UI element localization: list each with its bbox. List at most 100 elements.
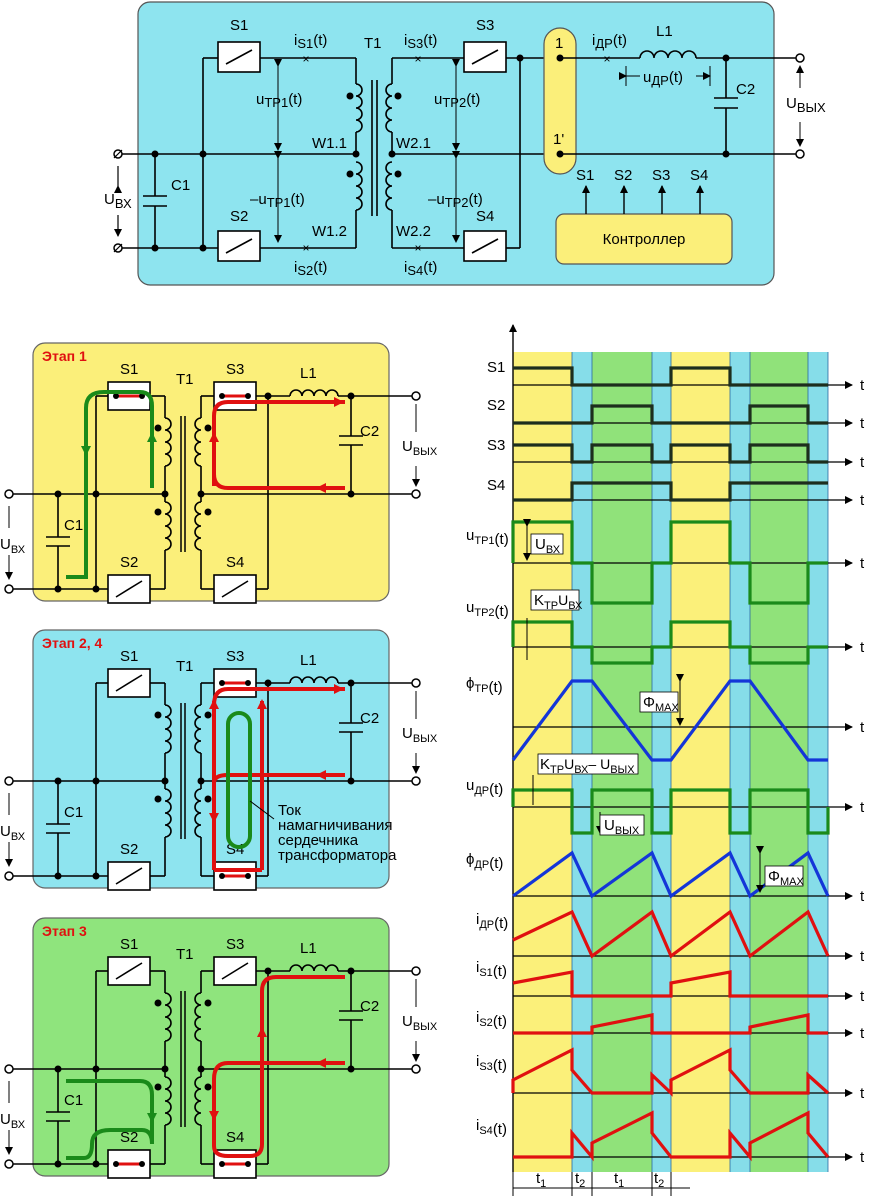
utp2-wave (511, 620, 828, 665)
time-axis-label: t (860, 639, 865, 656)
contact (219, 393, 225, 399)
utp1-label: uТР1(t) (256, 91, 302, 110)
c2-label: C2 (736, 81, 755, 98)
node (347, 967, 355, 975)
node (264, 392, 272, 400)
uout-label: UВЫХ (786, 95, 826, 115)
is-label-S4: iS4(t) (476, 1117, 507, 1138)
svg-text:×: × (603, 52, 610, 66)
s3-label: S3 (226, 648, 244, 665)
time-axis-label: t (860, 492, 865, 509)
contact (245, 873, 251, 879)
svg-text:×: × (302, 241, 309, 255)
neg-utp1-label: –uТР1(t) (250, 191, 305, 210)
phase-band (750, 352, 808, 1172)
dot (204, 795, 212, 803)
contact (219, 1161, 225, 1167)
phase-band (652, 352, 671, 1172)
time-axis-label: t (860, 1085, 865, 1102)
s4-signal (513, 481, 828, 502)
phidr-label: ϕДР(t) (466, 851, 503, 872)
stage-title: Этап 2, 4 (42, 635, 103, 651)
terminal (4, 584, 14, 594)
l1-label: L1 (656, 23, 673, 40)
dot (204, 424, 212, 432)
time-axis-label: t (860, 888, 865, 905)
note-leader (249, 800, 275, 820)
udr-wave (511, 788, 830, 835)
l1-label: L1 (300, 940, 317, 957)
terminal (4, 489, 14, 499)
node (347, 1065, 355, 1073)
path-secondary (212, 400, 345, 490)
c2-label: C2 (360, 423, 379, 440)
neg-utp2-label: –uТР2(t) (428, 191, 483, 210)
terminal (411, 678, 421, 688)
s2-label: S2 (230, 208, 248, 225)
ctrl-s3: S3 (652, 167, 670, 184)
phase-band (730, 352, 750, 1172)
dim-label: t1 (536, 1170, 546, 1190)
idr-label: iДР(t) (476, 911, 508, 932)
stage-bg (32, 917, 390, 1177)
path-secondary (212, 975, 345, 1158)
node (54, 1160, 62, 1168)
w11-label: W1.1 (312, 135, 347, 152)
contact (245, 1161, 251, 1167)
node1p: 1' (553, 131, 564, 148)
s4-label: S4 (226, 554, 244, 571)
phidrmax-box (764, 865, 804, 887)
s1-label: S1 (230, 17, 248, 34)
terminal (4, 1064, 14, 1074)
coil (194, 992, 202, 1042)
uin-label: UВХ (104, 191, 132, 211)
terminal (411, 1064, 421, 1074)
phimax-label: ΦMAX (643, 694, 679, 714)
c1-label: C1 (64, 1092, 83, 1109)
terminal (4, 1159, 14, 1169)
terminal (411, 391, 421, 401)
uvx-label: UВХ (535, 536, 561, 556)
contact (139, 393, 145, 399)
node (161, 490, 169, 498)
path-primary (66, 390, 154, 579)
uout-label: UВЫХ (402, 725, 438, 745)
node (92, 1065, 100, 1073)
udr-label: uДР(t) (643, 69, 683, 88)
coil (194, 704, 202, 754)
flux-wave (511, 679, 828, 762)
node (347, 777, 355, 785)
time-axis-label: t (860, 415, 865, 432)
ctrl-s1: S1 (576, 167, 594, 184)
dot (204, 508, 212, 516)
coil (164, 992, 172, 1042)
dot (204, 999, 212, 1007)
uout-label: UВЫХ (402, 1013, 438, 1033)
diff-box (537, 753, 639, 775)
is4-wave (513, 1110, 830, 1162)
coil (194, 1076, 202, 1126)
timing-diagram: ttttttttttttttS1S2S3S4uТР1(t)UВХuТР2(t)K… (466, 324, 865, 1196)
l1-label: L1 (300, 652, 317, 669)
w21-label: W2.1 (396, 135, 431, 152)
node (264, 679, 272, 687)
coil (164, 417, 172, 467)
terminal (411, 489, 421, 499)
l1-coil (289, 676, 339, 684)
s1-signal (513, 366, 828, 387)
node (54, 490, 62, 498)
phase-band (671, 352, 730, 1172)
dot (154, 711, 162, 719)
dot (204, 1083, 212, 1091)
node (92, 585, 100, 593)
coil (164, 501, 172, 551)
s1-label: S1 (120, 361, 138, 378)
t1-label: T1 (176, 371, 194, 388)
time-axis-label: t (860, 454, 865, 471)
time-axis-label: t (860, 1149, 865, 1166)
node (54, 872, 62, 880)
w12-label: W1.2 (312, 223, 347, 240)
node (264, 967, 272, 975)
